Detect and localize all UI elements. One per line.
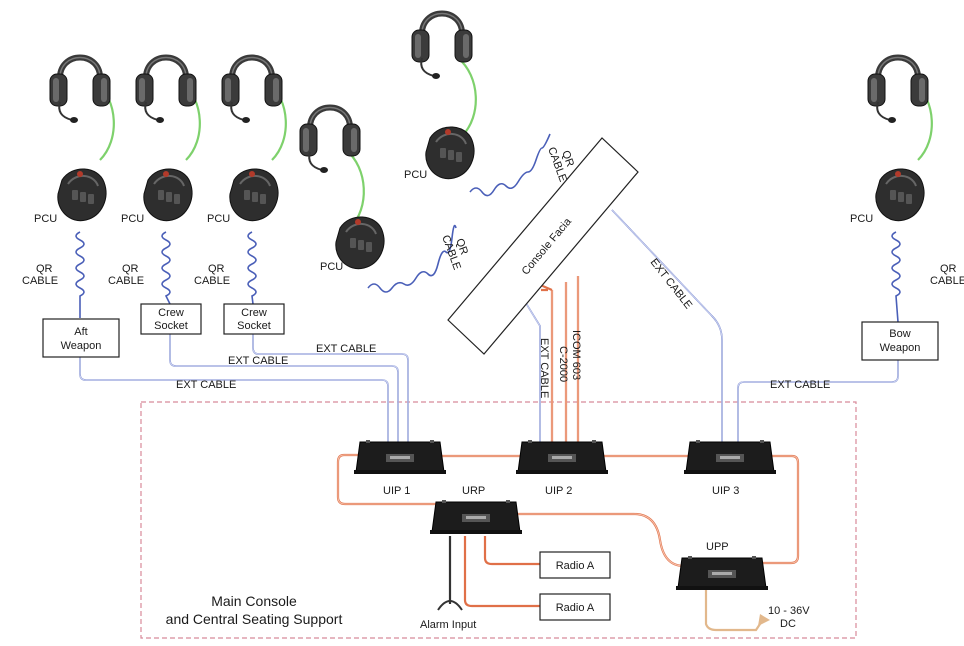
qr-cable-label-line1: QR: [36, 263, 53, 275]
qr-cable-label-line2: CABLE: [930, 275, 964, 287]
qr-cable-label-line2: CABLE: [108, 275, 144, 287]
radio-a-box: Radio A: [539, 551, 611, 579]
aft-weapon-line1: Aft: [74, 326, 87, 338]
ext-cable-label: EXT CABLE: [176, 379, 236, 391]
interface-unit-icon: [429, 499, 523, 535]
pcu-label: PCU: [34, 213, 57, 225]
qr-cable-label-line1: QR: [453, 237, 470, 257]
crew-socket-line2: Socket: [237, 320, 271, 332]
pcu-icon: [874, 167, 925, 222]
pcu-icon: [56, 167, 107, 222]
interface-unit-icon: [515, 439, 609, 475]
power-label-line1: 10 - 36V: [768, 605, 810, 617]
interface-unit-icon: [683, 439, 777, 475]
bow-weapon-line2: Weapon: [880, 342, 921, 354]
ext-cable-label: EXT CABLE: [316, 343, 376, 355]
radio-a-label: Radio A: [556, 560, 595, 572]
uip1-label: UIP 1: [383, 485, 410, 497]
crew-socket-box: Crew Socket: [223, 303, 285, 335]
bow-weapon-line1: Bow: [889, 328, 910, 340]
icom-cable-label: ICOM 603: [570, 330, 582, 380]
ext-cable-label: EXT CABLE: [538, 338, 550, 398]
pcu-label: PCU: [404, 169, 427, 181]
alarm-input-cable: [437, 536, 463, 611]
console-facia: Console Facia: [447, 137, 639, 355]
ext-cables: [75, 133, 901, 442]
qr-cable-label-line1: QR: [940, 263, 957, 275]
urp-label: URP: [462, 485, 485, 497]
pcu-label: PCU: [320, 261, 343, 273]
headset-icon: [222, 58, 282, 124]
qr-cable-label-line1: QR: [559, 149, 576, 169]
main-console-area: [140, 401, 857, 639]
aft-weapon-line2: Weapon: [61, 340, 102, 352]
pcu-label: PCU: [121, 213, 144, 225]
headset-icon: [412, 14, 472, 80]
uip2-label: UIP 2: [545, 485, 572, 497]
crew-socket-line2: Socket: [154, 320, 188, 332]
headset-icon: [136, 58, 196, 124]
c2000-cable-label: C-2000: [557, 346, 569, 382]
ext-cable-label: EXT CABLE: [770, 379, 830, 391]
crew-socket-box: Crew Socket: [140, 303, 202, 335]
headset-icon: [50, 58, 110, 124]
alarm-input-label: Alarm Input: [420, 619, 476, 631]
qr-cable-label-line1: QR: [208, 263, 225, 275]
ext-cable-label: EXT CABLE: [648, 256, 695, 311]
area-label-line2: and Central Seating Support: [166, 611, 343, 627]
area-label-line1: Main Console: [211, 593, 297, 609]
pcu-icon: [142, 167, 193, 222]
headset-cords: [95, 57, 933, 229]
pcu-icon: [424, 125, 475, 180]
power-label-line2: DC: [780, 618, 796, 630]
aft-weapon-box: Aft Weapon: [42, 318, 120, 358]
radio-a-label: Radio A: [556, 602, 595, 614]
uip3-label: UIP 3: [712, 485, 739, 497]
headset-icon: [300, 108, 360, 174]
ext-cable-label: EXT CABLE: [228, 355, 288, 367]
interface-unit-icon: [675, 555, 769, 591]
crew-socket-line1: Crew: [241, 307, 267, 319]
qr-cable-label-line2: CABLE: [194, 275, 230, 287]
power-cable: [704, 590, 770, 632]
pcu-label: PCU: [207, 213, 230, 225]
qr-cable-label-line2: CABLE: [22, 275, 58, 287]
bus-cables: [336, 276, 800, 608]
radio-a-box: Radio A: [539, 593, 611, 621]
headset-icon: [868, 58, 928, 124]
interface-unit-icon: [353, 439, 447, 475]
pcu-label: PCU: [850, 213, 873, 225]
bow-weapon-box: Bow Weapon: [861, 321, 939, 361]
crew-socket-line1: Crew: [158, 307, 184, 319]
pcu-icon: [228, 167, 279, 222]
upp-label: UPP: [706, 541, 729, 553]
qr-cable-label-line1: QR: [122, 263, 139, 275]
